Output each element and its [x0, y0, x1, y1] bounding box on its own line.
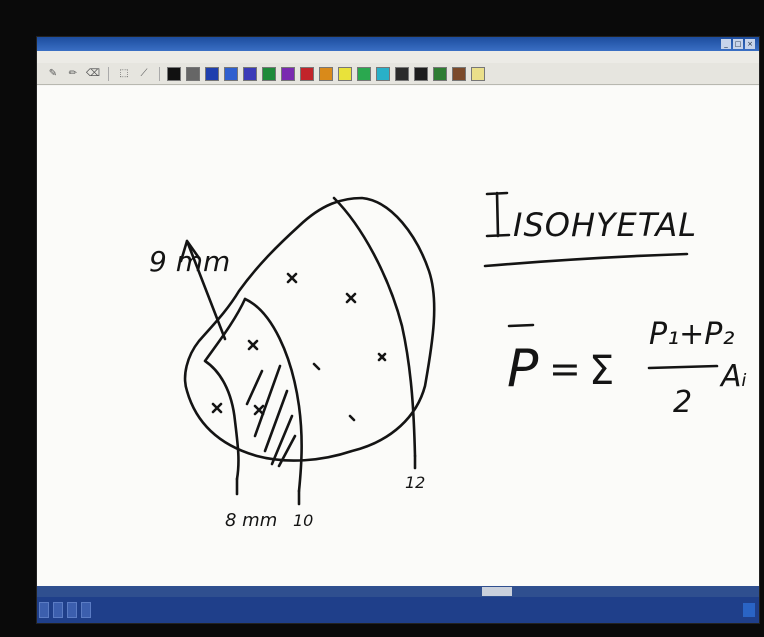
horizontal-scrollbar[interactable] [37, 586, 759, 597]
drawing-canvas[interactable]: 9 mm 8 mm 10 12 ISOHYETAL P = Σ P₁+P₂ 2 … [37, 86, 759, 586]
color-swatches [167, 66, 485, 81]
catchment-boundary [183, 196, 436, 462]
formula-equals: = [549, 347, 581, 391]
formula-denominator: 2 [673, 385, 692, 420]
color-swatch-5[interactable] [243, 66, 257, 81]
toolbar-separator [159, 66, 160, 81]
taskbar-item-journal[interactable] [67, 602, 77, 618]
label-12: 12 [405, 473, 425, 492]
color-swatch-13[interactable] [395, 66, 409, 81]
isohyet-10 [243, 297, 303, 493]
label-8mm: 8 mm [225, 510, 277, 531]
heading-i-bar [485, 191, 511, 238]
isohyet-9mm [203, 297, 247, 481]
color-swatch-12[interactable] [376, 66, 390, 81]
system-tray [743, 603, 755, 617]
formula-numerator: P₁+P₂ [649, 317, 734, 352]
scrollbar-thumb[interactable] [482, 587, 512, 596]
toolbar: ✎ ✏ ⌫ ⬚ ⟋ [37, 63, 759, 85]
color-swatch-10[interactable] [338, 66, 352, 81]
eraser-icon[interactable]: ⌫ [85, 68, 101, 79]
p-bar [507, 323, 535, 328]
label-10: 10 [293, 511, 313, 530]
handwritten-notes: 9 mm 8 mm 10 12 ISOHYETAL P = Σ P₁+P₂ 2 … [149, 191, 747, 531]
color-swatch-3[interactable] [205, 66, 219, 81]
title-bar[interactable]: _ □ × [37, 37, 759, 51]
color-swatch-9[interactable] [319, 66, 333, 81]
station-marks [211, 272, 387, 422]
formula-sigma: Σ [589, 348, 614, 394]
lasso-icon[interactable]: ⟋ [140, 68, 148, 79]
toolbar-separator [108, 66, 109, 81]
color-swatch-14[interactable] [414, 66, 428, 81]
color-swatch-15[interactable] [433, 66, 447, 81]
window-controls: _ □ × [721, 39, 755, 49]
fraction-line [647, 364, 719, 370]
color-swatch-6[interactable] [262, 66, 276, 81]
hatch-lines [245, 364, 297, 468]
label-arrow [179, 239, 227, 341]
color-swatch-16[interactable] [452, 66, 466, 81]
color-swatch-17[interactable] [471, 66, 485, 81]
color-swatch-1[interactable] [167, 66, 181, 81]
taskbar [37, 597, 759, 623]
label-9mm: 9 mm [149, 245, 230, 278]
highlighter-icon[interactable]: ✏ [68, 68, 78, 79]
color-swatch-11[interactable] [357, 66, 371, 81]
taskbar-item-secondary[interactable] [81, 602, 91, 618]
isohyet-12 [332, 196, 417, 458]
taskbar-item[interactable] [53, 602, 63, 618]
color-swatch-4[interactable] [224, 66, 238, 81]
selection-icon[interactable]: ⬚ [119, 68, 129, 79]
close-button[interactable]: × [745, 39, 755, 49]
journal-window: _ □ × ✎ ✏ ⌫ ⬚ ⟋ [36, 36, 760, 624]
heading-underline [483, 252, 689, 268]
color-swatch-7[interactable] [281, 66, 295, 81]
start-button[interactable] [39, 602, 49, 618]
color-swatch-8[interactable] [300, 66, 314, 81]
formula-p-bar: P [507, 339, 539, 399]
minimize-button[interactable]: _ [721, 39, 731, 49]
color-swatch-2[interactable] [186, 66, 200, 81]
heading-isohyetal: ISOHYETAL [513, 206, 697, 244]
pen-icon[interactable]: ✎ [48, 68, 58, 79]
menu-bar [37, 51, 759, 63]
maximize-button[interactable]: □ [733, 39, 743, 49]
formula-area: Aᵢ [719, 359, 747, 394]
